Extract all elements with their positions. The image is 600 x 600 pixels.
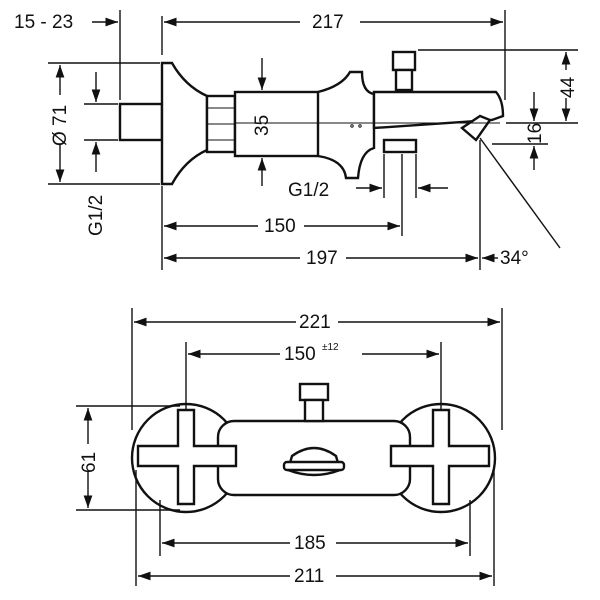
diverter-stem xyxy=(394,68,414,92)
dim-diameter: Ø 71 xyxy=(50,105,71,146)
diverter-knob xyxy=(391,50,417,72)
aerator xyxy=(460,114,492,142)
dim-height-44: 44 xyxy=(558,76,579,98)
side-view: 15 - 23 217 Ø 71 G1/2 35 G1/2 150 xyxy=(14,10,579,270)
dim-197: 197 xyxy=(306,248,338,269)
wall-connector xyxy=(118,102,164,142)
spout-body xyxy=(372,90,505,130)
dim-thread-bottom: G1/2 xyxy=(288,180,329,201)
handle xyxy=(316,70,376,180)
dim-wall-offset: 15 - 23 xyxy=(14,12,73,33)
escutcheon-rosette xyxy=(160,61,209,186)
dim-angle: 34° xyxy=(500,248,529,269)
front-diverter-knob xyxy=(298,382,330,402)
dim-150: 150 xyxy=(264,216,296,237)
dim-185: 185 xyxy=(294,533,326,554)
dim-body: 35 xyxy=(252,115,273,136)
front-view: 221 150 ±12 61 185 211 xyxy=(76,308,503,587)
dim-211: 211 xyxy=(294,566,324,587)
mixer-body xyxy=(233,90,322,158)
front-diverter-stem xyxy=(303,398,325,423)
bottom-outlet xyxy=(382,138,418,154)
dim-150-tolerance-sup: ±12 xyxy=(322,342,339,353)
dim-221: 221 xyxy=(299,312,331,333)
dim-150-tolerance: 150 xyxy=(284,344,316,365)
dim-61: 61 xyxy=(79,452,100,473)
dim-16: 16 xyxy=(525,123,546,144)
dim-thread-left: G1/2 xyxy=(86,195,107,236)
dim-total-length: 217 xyxy=(312,12,344,33)
right-handle-cross xyxy=(389,408,491,506)
left-handle-cross xyxy=(136,408,238,506)
